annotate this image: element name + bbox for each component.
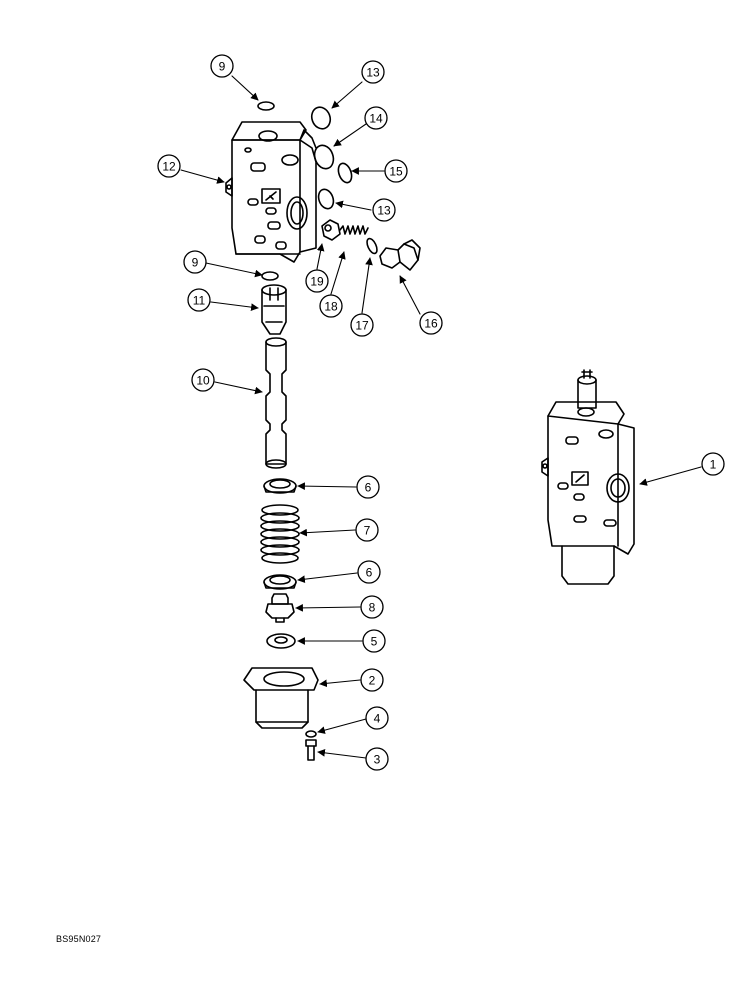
callout-2: 2	[360, 668, 384, 692]
callout-10: 10	[191, 368, 215, 392]
valve-section-housing	[225, 121, 317, 263]
check-poppet	[321, 219, 341, 241]
callout-4: 4	[365, 706, 389, 730]
svg-text:19: 19	[310, 275, 324, 289]
o-ring-9-lower	[261, 271, 279, 281]
svg-text:10: 10	[196, 374, 210, 388]
svg-text:12: 12	[162, 160, 176, 174]
callout-18: 18	[319, 294, 343, 318]
spool-cap	[243, 667, 319, 729]
spring-seat-top	[263, 478, 297, 494]
svg-text:7: 7	[364, 524, 371, 538]
spool-end	[261, 284, 287, 335]
callout-9-lower: 9	[183, 250, 207, 274]
o-ring-9-top	[257, 101, 275, 111]
svg-text:3: 3	[374, 753, 381, 767]
svg-text:13: 13	[377, 204, 391, 218]
spring-seat-lower	[263, 574, 297, 590]
figure-reference-code: BS95N027	[56, 934, 102, 944]
svg-text:14: 14	[369, 112, 383, 126]
callout-3: 3	[365, 747, 389, 771]
washer	[266, 633, 296, 649]
callout-19: 19	[305, 269, 329, 293]
svg-text:11: 11	[193, 294, 206, 308]
svg-text:9: 9	[192, 256, 199, 270]
svg-text:6: 6	[365, 481, 372, 495]
valve-section-assembly	[541, 369, 635, 585]
callout-9-top: 9	[210, 54, 234, 78]
o-ring-13-lower	[317, 188, 335, 210]
callout-17: 17	[350, 313, 374, 337]
callout-6-lower: 6	[357, 560, 381, 584]
callout-13-lower: 13	[372, 198, 396, 222]
callout-8: 8	[360, 595, 384, 619]
callout-15: 15	[384, 159, 408, 183]
svg-text:1: 1	[710, 458, 717, 472]
callout-13-top: 13	[361, 60, 385, 84]
svg-text:8: 8	[369, 601, 376, 615]
svg-text:2: 2	[369, 674, 376, 688]
svg-text:17: 17	[355, 319, 369, 333]
svg-text:6: 6	[366, 566, 373, 580]
callout-5: 5	[362, 629, 386, 653]
svg-text:9: 9	[219, 60, 226, 74]
o-ring-17	[366, 237, 378, 255]
callout-12: 12	[157, 154, 181, 178]
svg-text:16: 16	[424, 317, 438, 331]
callout-1: 1	[701, 452, 725, 476]
o-ring-13-top	[310, 106, 332, 130]
plug	[379, 239, 421, 271]
svg-text:18: 18	[324, 300, 338, 314]
svg-text:13: 13	[366, 66, 380, 80]
centering-spring	[260, 504, 300, 564]
callout-14: 14	[364, 106, 388, 130]
callout-7: 7	[355, 518, 379, 542]
spool	[265, 337, 287, 469]
spool-bolt	[265, 593, 295, 623]
callout-11: 11	[187, 288, 211, 312]
check-spring	[339, 225, 369, 235]
o-ring-15	[337, 162, 353, 184]
callout-6-top: 6	[356, 475, 380, 499]
o-ring-14	[313, 144, 335, 170]
lock-washer	[305, 730, 317, 738]
svg-text:4: 4	[374, 712, 381, 726]
leader-lines	[180, 75, 702, 759]
cap-screw	[305, 739, 317, 761]
svg-text:5: 5	[371, 635, 378, 649]
svg-text:15: 15	[389, 165, 403, 179]
callout-16: 16	[419, 311, 443, 335]
